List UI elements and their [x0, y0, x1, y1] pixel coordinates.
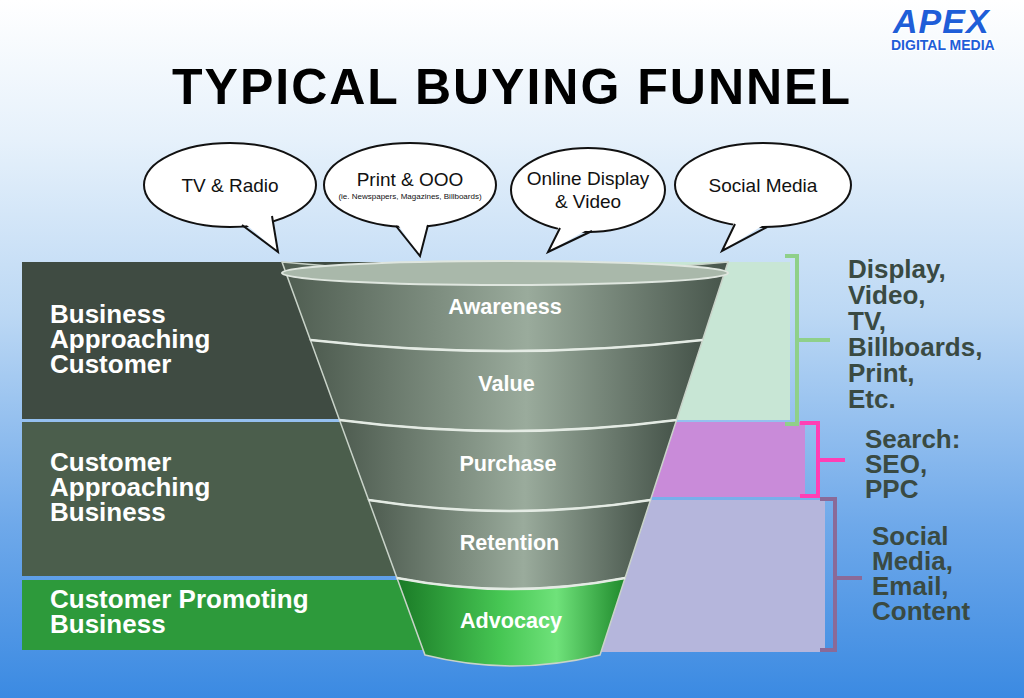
bracket — [820, 499, 862, 650]
band-text: Business Approaching Customer — [50, 302, 320, 377]
bubble-tail — [396, 225, 428, 256]
bubble-subtext: (ie. Newspapers, Magazines, Billboards) — [338, 192, 481, 202]
bubble-ellipse — [511, 148, 665, 232]
segment-rim — [310, 340, 702, 351]
segment-rim — [397, 578, 625, 589]
stage-text: Retention — [366, 528, 653, 558]
bubble-text-box: TV & Radio — [155, 143, 305, 227]
bubble-text: Online Display & Video — [518, 167, 658, 213]
funnel-stage: Purchase — [337, 404, 679, 515]
bubble-text-box: Online Display & Video — [518, 148, 658, 232]
channel-list: Display, Video, TV, Billboards, Print, E… — [848, 256, 1018, 412]
bubble-tail-fill — [396, 221, 428, 256]
bubble-ellipse — [144, 143, 316, 227]
funnel-rim — [282, 261, 728, 285]
bubble-ellipse — [324, 143, 496, 227]
funnel-stage: Value — [308, 324, 705, 435]
bubble-text-box: Social Media — [688, 143, 838, 227]
segment-rim — [339, 420, 676, 431]
bubble-outline — [141, 140, 319, 255]
stage-text: Purchase — [337, 449, 679, 479]
bracket — [785, 256, 830, 424]
bubble-tail — [548, 228, 592, 252]
speech-bubble: Social Media — [672, 140, 854, 254]
stage-text: Awareness — [280, 292, 730, 322]
speech-bubble: TV & Radio — [141, 140, 319, 255]
funnel-stage: Retention — [366, 484, 653, 593]
bubble-text: TV & Radio — [181, 174, 278, 197]
bubble-tail-fill — [242, 212, 278, 252]
channel-list: Search: SEO, PPC — [865, 427, 1015, 502]
funnel-stage: Advocacy — [394, 562, 628, 670]
band-text: Customer Promoting Business — [50, 587, 390, 637]
channel-list: Social Media, Email, Content — [872, 524, 1017, 624]
stage-text: Value — [308, 369, 705, 399]
funnel-stage: Awareness — [280, 246, 730, 355]
bubble-tail-fill — [722, 220, 767, 251]
logo-subword: DIGITAL MEDIA — [891, 37, 995, 53]
speech-bubble: Online Display & Video — [508, 145, 668, 255]
bracket — [800, 423, 845, 496]
segment-rim — [369, 500, 651, 511]
bubble-tail — [722, 224, 767, 251]
logo-word: APEX — [893, 2, 990, 41]
speech-bubble: Print & OOO(ie. Newspapers, Magazines, B… — [321, 140, 499, 259]
bubble-tail — [242, 216, 278, 252]
bubble-text: Print & OOO — [357, 168, 464, 191]
bubble-outline — [672, 140, 854, 254]
stage-text: Advocacy — [394, 606, 628, 636]
bubble-ellipse — [675, 143, 851, 227]
bubble-text-box: Print & OOO(ie. Newspapers, Magazines, B… — [330, 143, 490, 227]
diagram-title: TYPICAL BUYING FUNNEL — [0, 58, 1024, 116]
band-text: Customer Approaching Business — [50, 450, 320, 525]
bubble-tail-fill — [548, 224, 592, 252]
bubble-text: Social Media — [709, 174, 818, 197]
